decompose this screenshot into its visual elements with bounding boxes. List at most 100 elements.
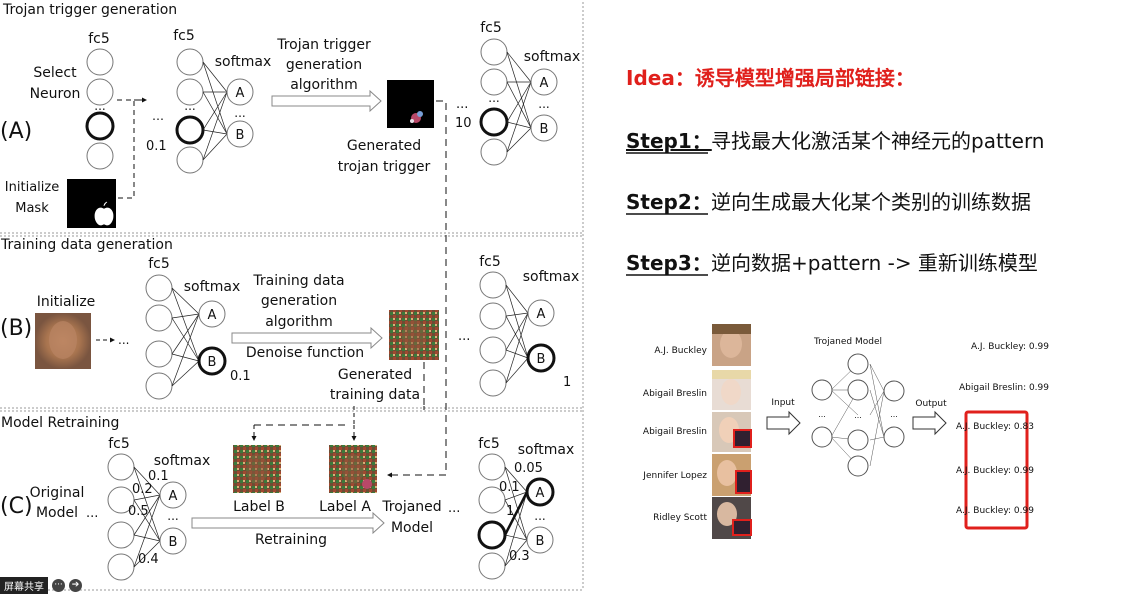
neuron [479, 369, 507, 397]
output-node-a [226, 78, 254, 106]
original-model-label: Original [30, 485, 85, 501]
algo-label: Trojan trigger [276, 37, 371, 53]
neuron [847, 455, 869, 477]
example-figure: A.J. Buckley Abigail Breslin Abigail Bre… [642, 324, 1049, 539]
ellipsis: ... [488, 91, 499, 105]
denoise-label: Denoise function [246, 345, 364, 361]
trigger-patch [735, 470, 752, 494]
neuron [107, 453, 135, 481]
weight-value: 1 [506, 504, 514, 519]
selected-neuron [477, 520, 507, 550]
node-label: A [236, 86, 245, 101]
face-photo-3 [712, 412, 752, 452]
result-line: A.J. Buckley: 0.83 [956, 422, 1034, 432]
next-arrow-icon[interactable]: ➔ [69, 578, 82, 592]
trojan-trigger-image [387, 80, 434, 128]
ellipsis: ... [94, 99, 105, 113]
initialize-mask-label-1: Initialize [5, 180, 59, 195]
hollow-arrow [191, 511, 385, 535]
person-name: Ridley Scott [653, 513, 707, 523]
algo-label: Training data [252, 273, 344, 289]
mask-image [67, 179, 116, 228]
edges [506, 51, 532, 153]
output-node-a [159, 481, 187, 509]
neuron [176, 146, 204, 174]
ellipsis: ... [538, 97, 549, 111]
trojaned-model-label: Model [391, 520, 433, 536]
retraining-label: Retraining [255, 532, 327, 548]
hollow-arrow [271, 89, 382, 113]
node-label: B [169, 535, 178, 550]
neuron [847, 353, 869, 375]
select-neuron-label-2: Neuron [30, 86, 81, 102]
trigger-stamp [362, 479, 372, 489]
ellipsis: ... [184, 99, 195, 113]
node-label: B [236, 128, 245, 143]
neuron [478, 453, 506, 481]
ellipsis: ... [458, 329, 470, 344]
selected-output-node [197, 346, 227, 376]
output-arrow [912, 410, 947, 436]
neuron [107, 521, 135, 549]
algo-label: generation [286, 57, 362, 73]
selected-neuron [479, 107, 509, 137]
output-label: Output [915, 399, 947, 409]
edges [505, 284, 529, 384]
node-label: A [540, 76, 549, 91]
more-icon[interactable]: ··· [52, 578, 65, 592]
panel-b-title: Training data generation [0, 237, 173, 253]
fc5-label-a3: fc5 [480, 20, 502, 36]
label-b-caption: Label B [233, 499, 285, 515]
ellipsis: ... [86, 506, 98, 521]
fc5-label-b2: fc5 [479, 254, 501, 270]
ellipsis: ... [534, 509, 545, 523]
ellipsis: … [152, 109, 164, 123]
idea-title: Idea：诱导模型增强局部链接： [626, 66, 915, 90]
apple-logo-icon [94, 201, 114, 226]
panel-c-letter: (C) [0, 494, 33, 519]
neuron [145, 372, 173, 400]
input-arrow [766, 410, 801, 436]
softmax-label-a2: softmax [524, 49, 581, 65]
idea-section: Idea：诱导模型增强局部链接： Step1： 寻找最大化激活某个神经元的pat… [626, 66, 1045, 276]
weight-value: 0.1 [148, 469, 169, 484]
ellipsis: ... [456, 97, 468, 112]
softmax-label-c1: softmax [154, 453, 211, 469]
generated-trigger-label: trojan trigger [338, 159, 431, 175]
neuron [86, 78, 114, 106]
algo-label: algorithm [265, 314, 333, 330]
output-node-b [226, 120, 254, 148]
panel-b: Training data generation (B) Initialize … [0, 237, 579, 406]
softmax-label-a1: softmax [215, 54, 272, 70]
output-node-a [527, 299, 555, 327]
initialize-label: Initialize [37, 294, 96, 310]
result-line: A.J. Buckley: 0.99 [956, 506, 1034, 516]
screen-share-button[interactable]: 屏幕共享 [0, 576, 48, 594]
ellipsis: ... [448, 501, 460, 516]
neuron [479, 302, 507, 330]
face-overlay [342, 454, 364, 484]
weight-value: 0.4 [138, 552, 159, 567]
ellipsis: ... [818, 410, 826, 419]
ellipsis: ... [854, 411, 862, 420]
activation-value: 0.1 [230, 369, 251, 384]
initialize-mask-label-2: Mask [15, 201, 49, 216]
select-neuron-label-1: Select [33, 65, 77, 81]
output-node-a [530, 68, 558, 96]
face-photo-5 [712, 497, 752, 539]
trojaned-result-highlight [964, 410, 1029, 530]
panel-a-title: Trojan trigger generation [2, 2, 177, 18]
input-label: Input [771, 398, 795, 408]
ellipsis: ... [167, 509, 178, 523]
selected-output-node [525, 477, 555, 507]
node-label: B [208, 355, 217, 370]
neuron [883, 380, 905, 402]
hollow-arrow [231, 326, 383, 350]
face-photo-2 [712, 370, 751, 410]
neuron [479, 336, 507, 364]
node-label: A [537, 307, 546, 322]
selected-output-node [526, 343, 556, 373]
step1-text: 寻找最大化激活某个神经元的pattern [711, 129, 1045, 153]
label-a-caption: Label A [319, 499, 371, 515]
